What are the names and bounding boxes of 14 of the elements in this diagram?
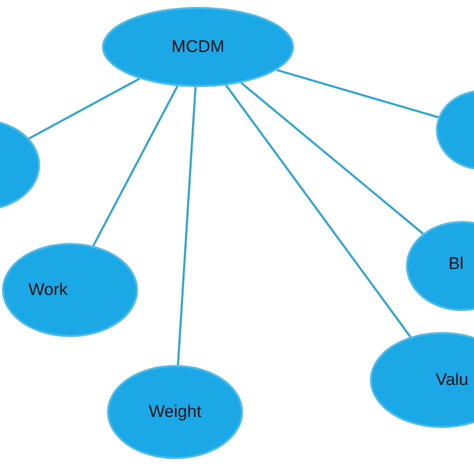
connector-line xyxy=(176,86,196,366)
connector-line xyxy=(276,69,439,118)
connector-line xyxy=(28,78,140,140)
ellipse-node xyxy=(102,7,294,87)
connector-line xyxy=(240,82,424,234)
ellipse-node xyxy=(2,243,138,337)
node-label: Work xyxy=(28,280,68,300)
node-label: MCDM xyxy=(172,37,224,57)
connector-line xyxy=(92,86,178,246)
node-label: Valu xyxy=(436,370,468,390)
connector-line xyxy=(225,84,412,338)
node-label: Weight xyxy=(148,402,202,422)
node-label: Bl xyxy=(448,254,464,274)
ellipse-node xyxy=(107,365,243,459)
